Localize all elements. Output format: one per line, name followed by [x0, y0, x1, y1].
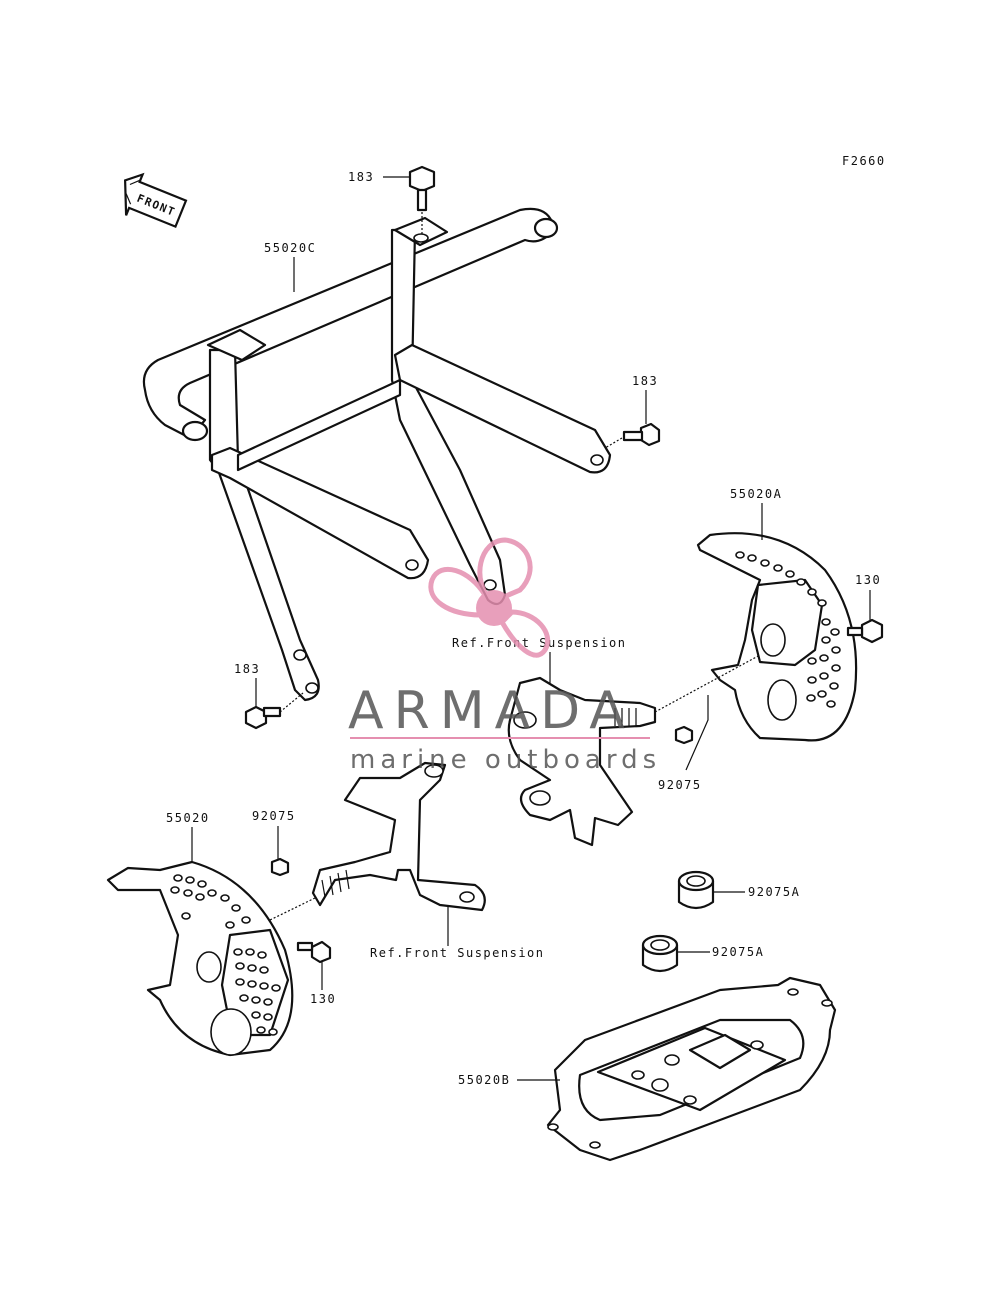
knuckle-right — [507, 676, 657, 847]
bumper-frame-55020C — [142, 207, 612, 702]
bolt-183-top — [408, 165, 436, 236]
watermark-brand: ARMADA — [348, 681, 635, 741]
label-55020C: 55020C — [264, 241, 316, 255]
front-arrow-icon: FRONT — [123, 172, 188, 229]
label-55020A: 55020A — [730, 487, 782, 501]
label-92075-left: 92075 — [252, 809, 296, 823]
bushing-92075A-lower — [641, 934, 679, 973]
ref-front-suspension-lower: Ref.Front Suspension — [370, 946, 545, 960]
ref-front-suspension-upper: Ref.Front Suspension — [452, 636, 627, 650]
bolt-183-left — [244, 692, 304, 730]
watermark-tagline: marine outboards — [350, 745, 661, 775]
label-183-left: 183 — [234, 662, 260, 676]
label-183-top: 183 — [348, 170, 374, 184]
bushing-92075A-upper — [677, 870, 715, 910]
guard-plate-55020A — [696, 532, 858, 742]
label-55020: 55020 — [166, 811, 210, 825]
bolt-130-right — [846, 618, 884, 644]
label-92075A-upper: 92075A — [748, 885, 800, 899]
label-130-right: 130 — [855, 573, 881, 587]
vent-holes-right — [735, 551, 841, 708]
bolt-183-right — [604, 422, 661, 449]
vent-holes-left — [170, 874, 281, 1036]
bolt-130-left — [296, 940, 332, 964]
knuckle-left — [311, 761, 486, 912]
label-92075A-lower: 92075A — [712, 945, 764, 959]
nut-92075-left — [270, 857, 290, 877]
label-183-right: 183 — [632, 374, 658, 388]
label-55020B: 55020B — [458, 1073, 510, 1087]
label-130-left: 130 — [310, 992, 336, 1006]
armada-logo-icon — [428, 537, 551, 658]
skid-plate-55020B — [546, 976, 837, 1162]
nut-92075-right — [674, 725, 694, 745]
guard-plate-55020 — [106, 860, 294, 1057]
figure-id: F2660 — [842, 154, 886, 168]
label-92075-right: 92075 — [658, 778, 702, 792]
